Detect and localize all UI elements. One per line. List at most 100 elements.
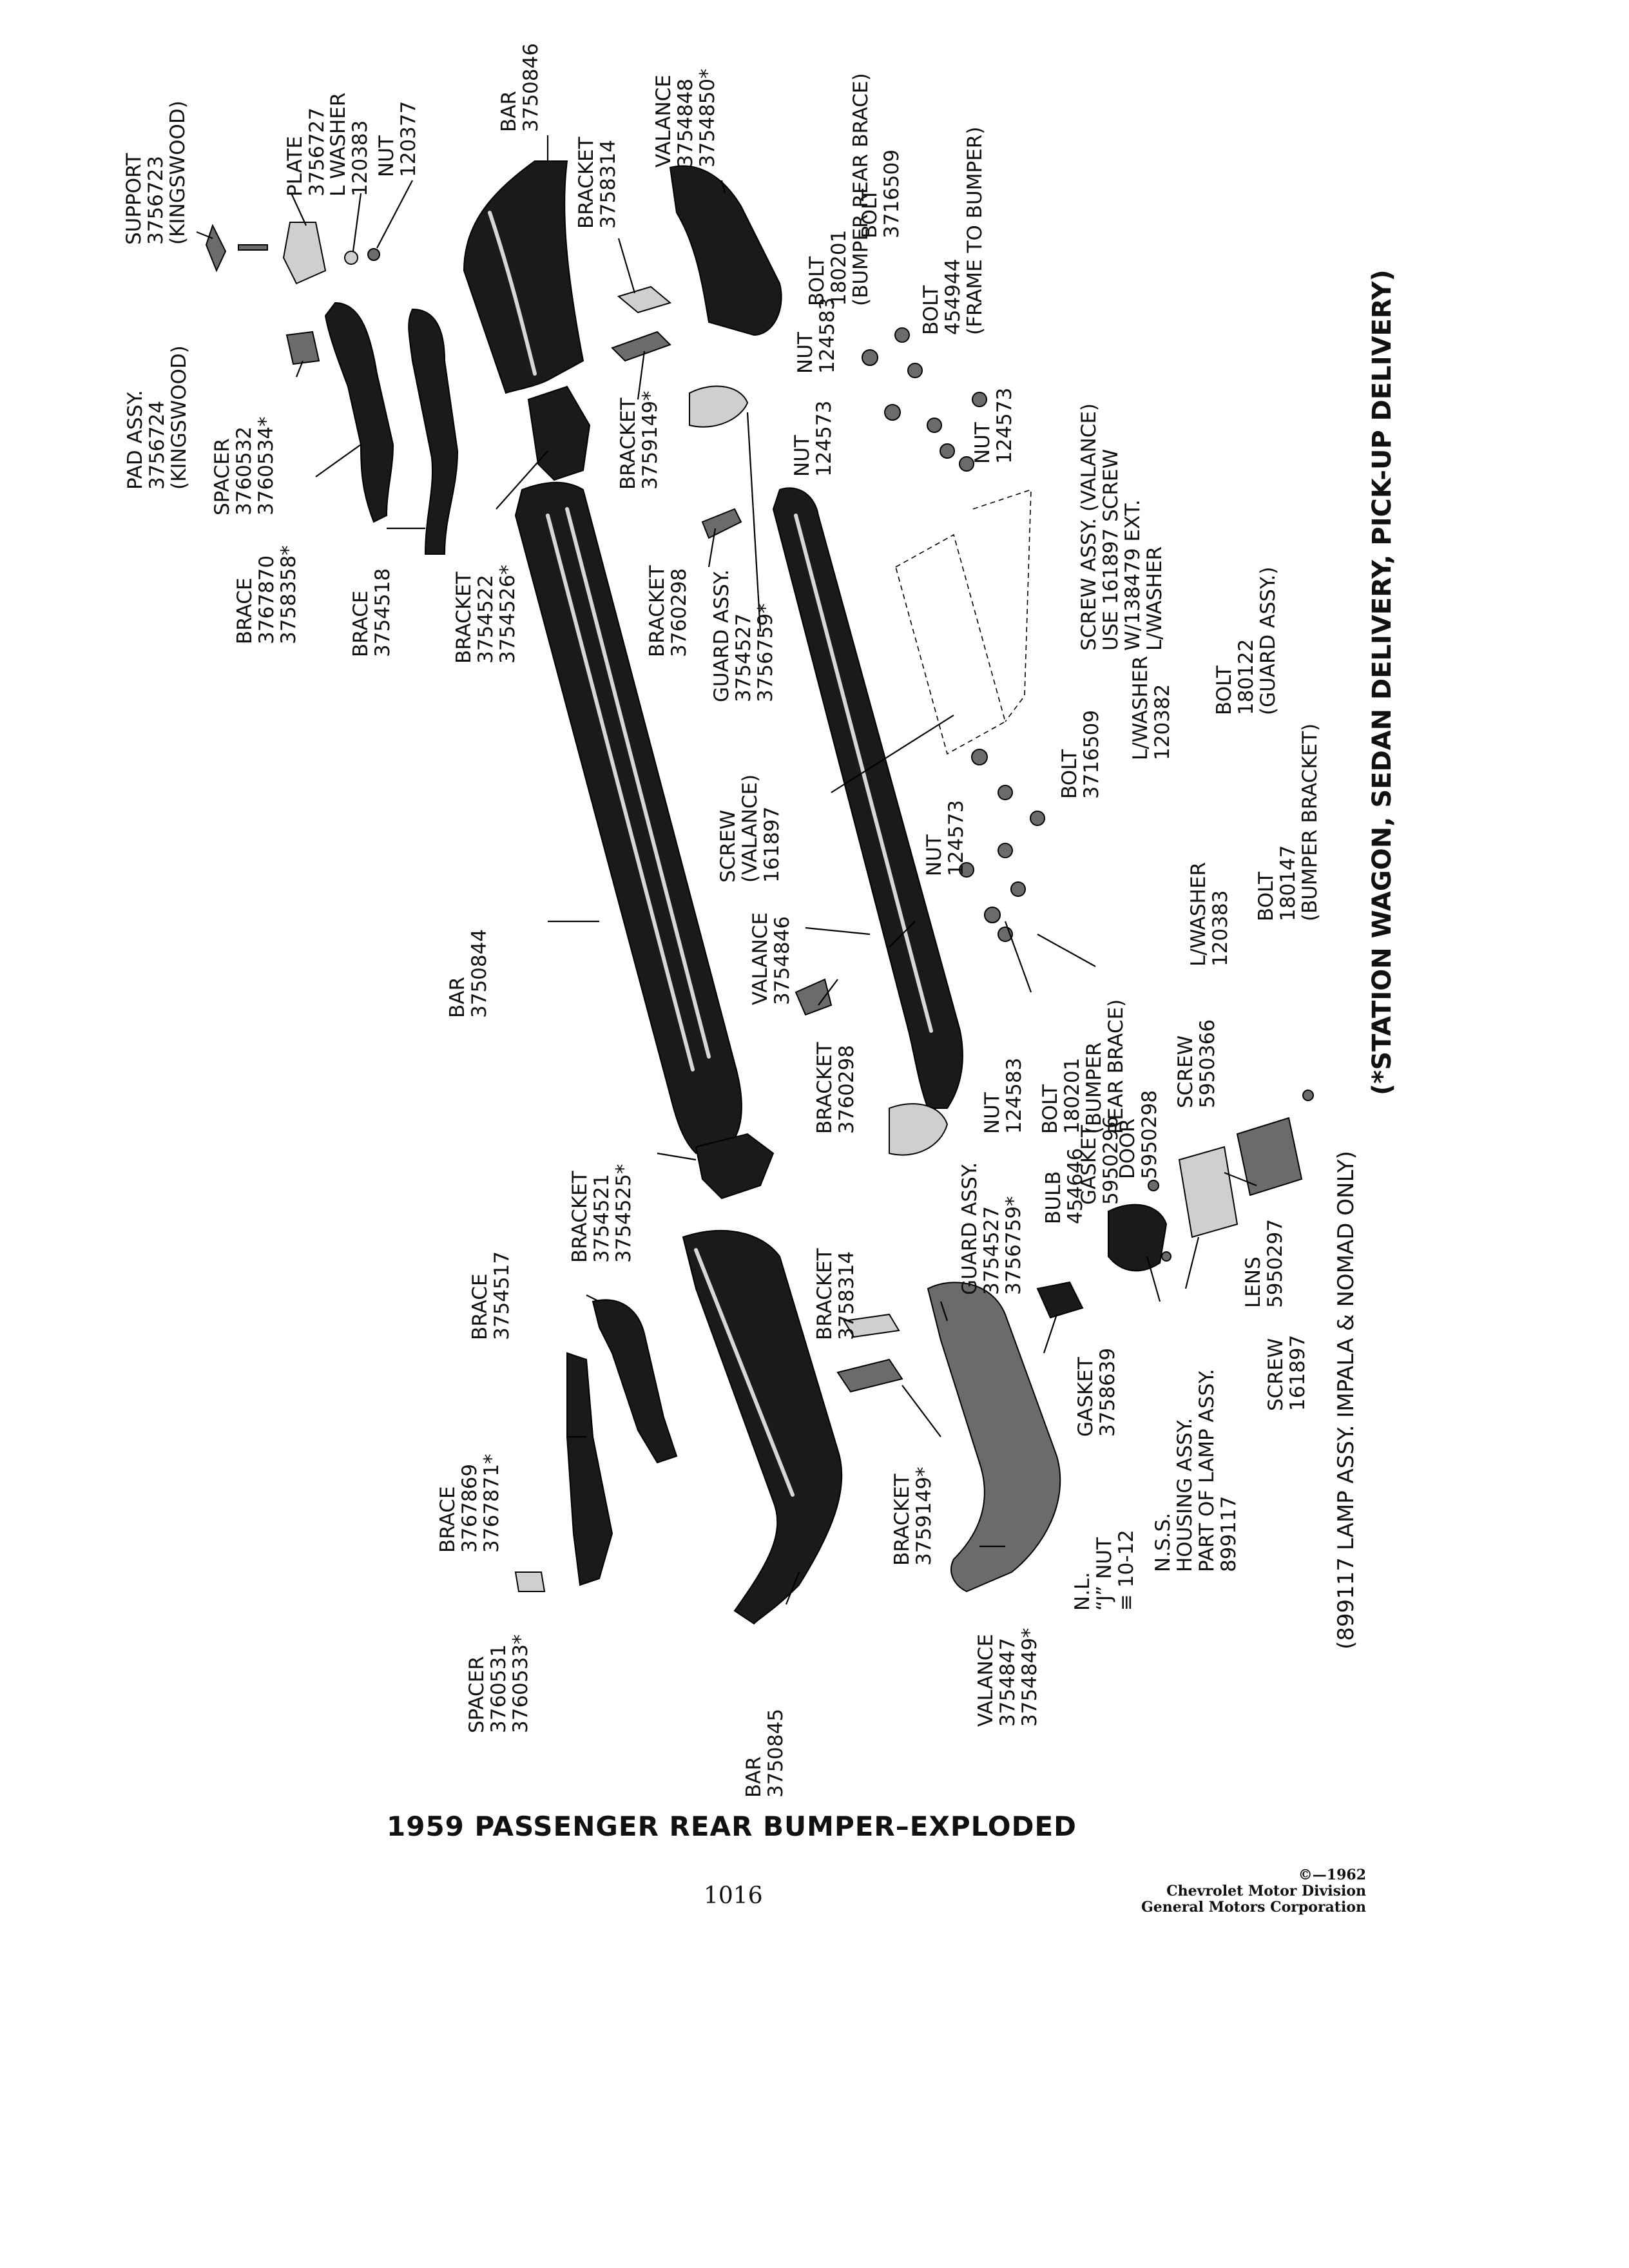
callout-line: NUT — [791, 434, 814, 477]
callout-line: BRACKET — [813, 1247, 836, 1340]
callout-line: 899117 — [1217, 1496, 1240, 1572]
callout-line: BRACKET — [452, 571, 476, 664]
callout-line: 180201 — [1061, 1058, 1084, 1134]
parts-drawing — [205, 160, 1314, 1625]
callout-line: L WASHER — [327, 93, 350, 197]
callout-line: PART OF LAMP ASSY. — [1195, 1369, 1219, 1572]
copyright-line-1: ©—1962 — [1298, 1867, 1366, 1883]
side-note-main-text: (*STATION WAGON, SEDAN DELIVERY, PICK-UP… — [1367, 269, 1397, 1095]
callout-line: SCREW — [1174, 1035, 1197, 1108]
callout-line: BOLT — [920, 285, 943, 335]
callout-line: 3767870 — [255, 555, 278, 644]
callout-line: 3760534* — [255, 416, 278, 515]
callout-line: 3760532 — [233, 427, 256, 515]
callout-line: 180122 — [1235, 639, 1258, 715]
callout-line: (FRAME TO BUMPER) — [963, 127, 987, 335]
lwasher-part — [344, 251, 358, 265]
callout-line: 124583 — [816, 298, 839, 374]
callout-line: BRACE — [349, 591, 372, 657]
callout-line: 454646 — [1064, 1148, 1087, 1224]
callout-line: W/138479 EXT. — [1121, 499, 1144, 651]
bar-3750846-part — [463, 160, 584, 394]
callout-line: “J” NUT — [1093, 1537, 1116, 1611]
callout-pad-assy: PAD ASSY.3756724(KINGSWOOD) — [124, 345, 191, 490]
nut-120377-part — [367, 248, 380, 261]
callout-line: VALANCE — [749, 912, 772, 1005]
gasket-3758639-part — [1036, 1281, 1084, 1319]
callout-line: 180147 — [1277, 845, 1300, 921]
callout-line: BOLT — [1255, 871, 1278, 921]
callout-line: 3754526* — [496, 564, 519, 664]
callout-line: 120382 — [1151, 684, 1174, 760]
callout-line: 3760298 — [668, 568, 691, 657]
callout-line: 454944 — [941, 259, 965, 335]
callout-line: BAR — [446, 977, 469, 1018]
callout-line: GUARD ASSY. — [958, 1162, 981, 1295]
callout-line: GASKET — [1074, 1356, 1097, 1437]
housing-part — [1108, 1204, 1168, 1272]
callout-line: BULB — [1042, 1171, 1065, 1225]
door-part — [1236, 1117, 1303, 1196]
callout-line: 124573 — [945, 800, 968, 876]
callout-line: 3758314 — [835, 1251, 858, 1340]
guard-assy-low-part — [889, 1103, 949, 1156]
callout-line: BAR — [742, 1756, 766, 1798]
callout-line: 3754522 — [474, 575, 497, 664]
callout-line: 5950298 — [1138, 1090, 1161, 1179]
callout-line: SPACER — [465, 1656, 488, 1733]
plate-part — [282, 222, 327, 285]
callout-line: (BUMPER — [1083, 1042, 1106, 1134]
callout-line: 3760531 — [487, 1644, 510, 1733]
callout-line: 3759149* — [912, 1466, 936, 1566]
callout-line: 5950366 — [1196, 1019, 1219, 1108]
callout-line: BRACKET — [575, 136, 598, 229]
callout-line: NUT — [794, 331, 817, 374]
callout-line: (GUARD ASSY.) — [1257, 567, 1280, 715]
callout-line: 3754848 — [674, 79, 697, 168]
callout-line: BRACKET — [813, 1041, 836, 1134]
callout-line: HOUSING ASSY. — [1173, 1418, 1197, 1572]
callout-line: (KINGSWOOD) — [166, 101, 189, 245]
pad-assy-part — [205, 224, 227, 273]
page-title: 1959 PASSENGER REAR BUMPER–EXPLODED — [387, 1811, 1077, 1842]
callout-line: VALANCE — [974, 1634, 998, 1727]
callout-line: SUPPORT — [122, 153, 146, 245]
callout-line: 3767869 — [458, 1464, 481, 1553]
callout-line: BAR — [497, 91, 521, 132]
copyright-line-3: General Motors Corporation — [1141, 1899, 1366, 1916]
callout-line: 124573 — [813, 401, 836, 477]
callout-line: 3756759* — [754, 603, 777, 702]
callout-line: 124583 — [1003, 1058, 1026, 1134]
hardware-top-part — [862, 327, 987, 472]
callout-line: 161897 — [760, 807, 784, 883]
callout-line: N.S.S. — [1152, 1513, 1175, 1572]
copyright-block: ©—1962 Chevrolet Motor Division General … — [1121, 1867, 1366, 1916]
callout-line: 120383 — [1209, 890, 1232, 966]
callout-line: 120377 — [397, 101, 420, 177]
